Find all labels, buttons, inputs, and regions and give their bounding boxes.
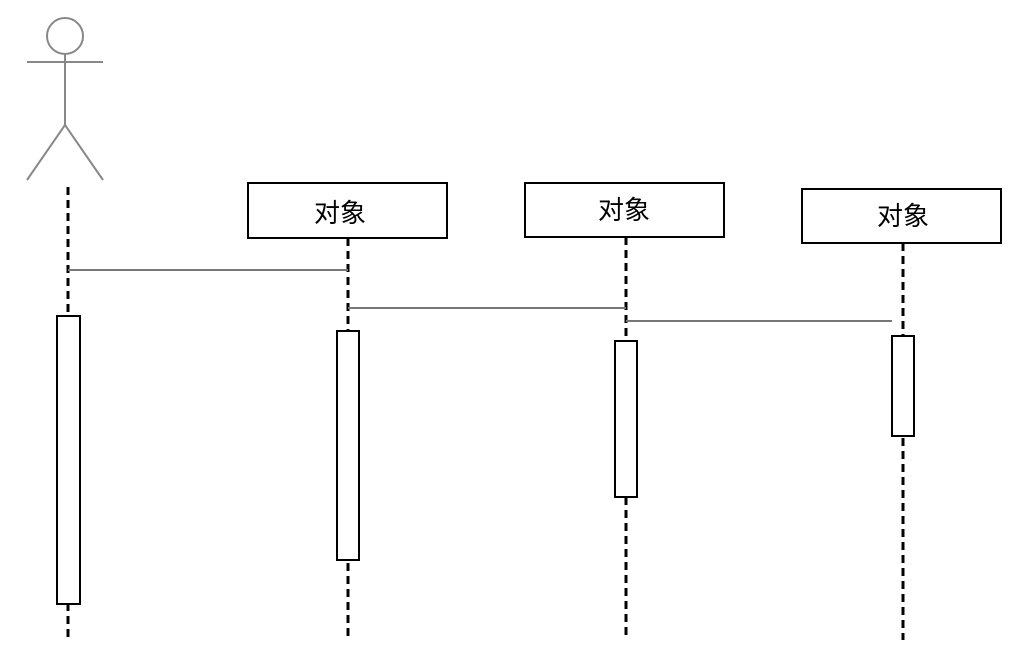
actor-right-leg — [64, 124, 104, 181]
actor-activation-bar — [56, 315, 81, 605]
object-2-label: 对象 — [598, 196, 650, 226]
object-2-activation-bar — [614, 340, 638, 498]
object-2-box — [524, 182, 725, 238]
object-3-label: 对象 — [877, 202, 929, 232]
object-2: 对象 — [524, 182, 725, 238]
object-1-box — [247, 182, 448, 239]
object-3-box — [801, 188, 1002, 244]
actor-figure — [26, 17, 104, 181]
object-1: 对象 — [247, 182, 448, 239]
object-3: 对象 — [801, 188, 1002, 244]
object-1-activation-bar — [336, 330, 360, 561]
actor-head — [46, 17, 84, 55]
object-3-activation-bar — [891, 335, 915, 437]
actor-left-leg — [26, 124, 66, 181]
object-1-label: 对象 — [314, 199, 366, 229]
